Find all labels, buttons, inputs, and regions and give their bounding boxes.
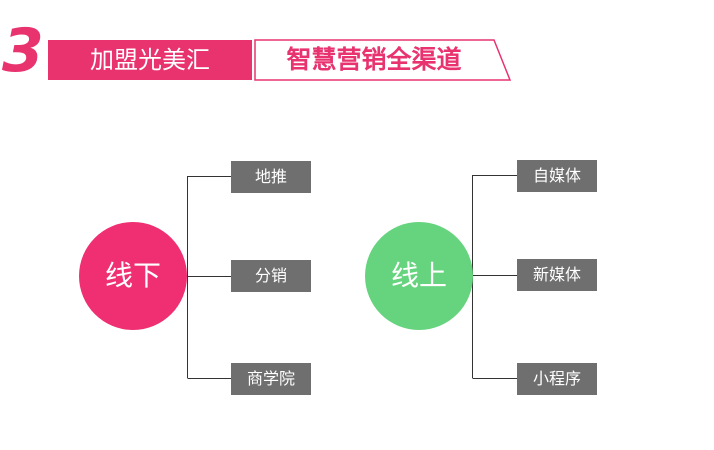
header-title-right: 智慧营销全渠道 — [286, 45, 462, 74]
offline-branch-business-school: 商学院 — [231, 363, 311, 395]
online-branch-new-media: 新媒体 — [517, 259, 597, 291]
offline-branch-ground-promotion: 地推 — [231, 161, 311, 193]
online-node: 线上 — [365, 222, 473, 330]
offline-node: 线下 — [79, 222, 187, 330]
header-banner-shape — [48, 39, 512, 81]
header-title-left: 加盟光美汇 — [90, 46, 210, 74]
online-branch-self-media: 自媒体 — [517, 160, 597, 192]
section-header: 3 加盟光美汇 智慧营销全渠道 — [0, 0, 714, 100]
offline-branch-distribution: 分销 — [231, 260, 311, 292]
online-branch-mini-program: 小程序 — [517, 363, 597, 395]
step-number: 3 — [2, 16, 44, 86]
